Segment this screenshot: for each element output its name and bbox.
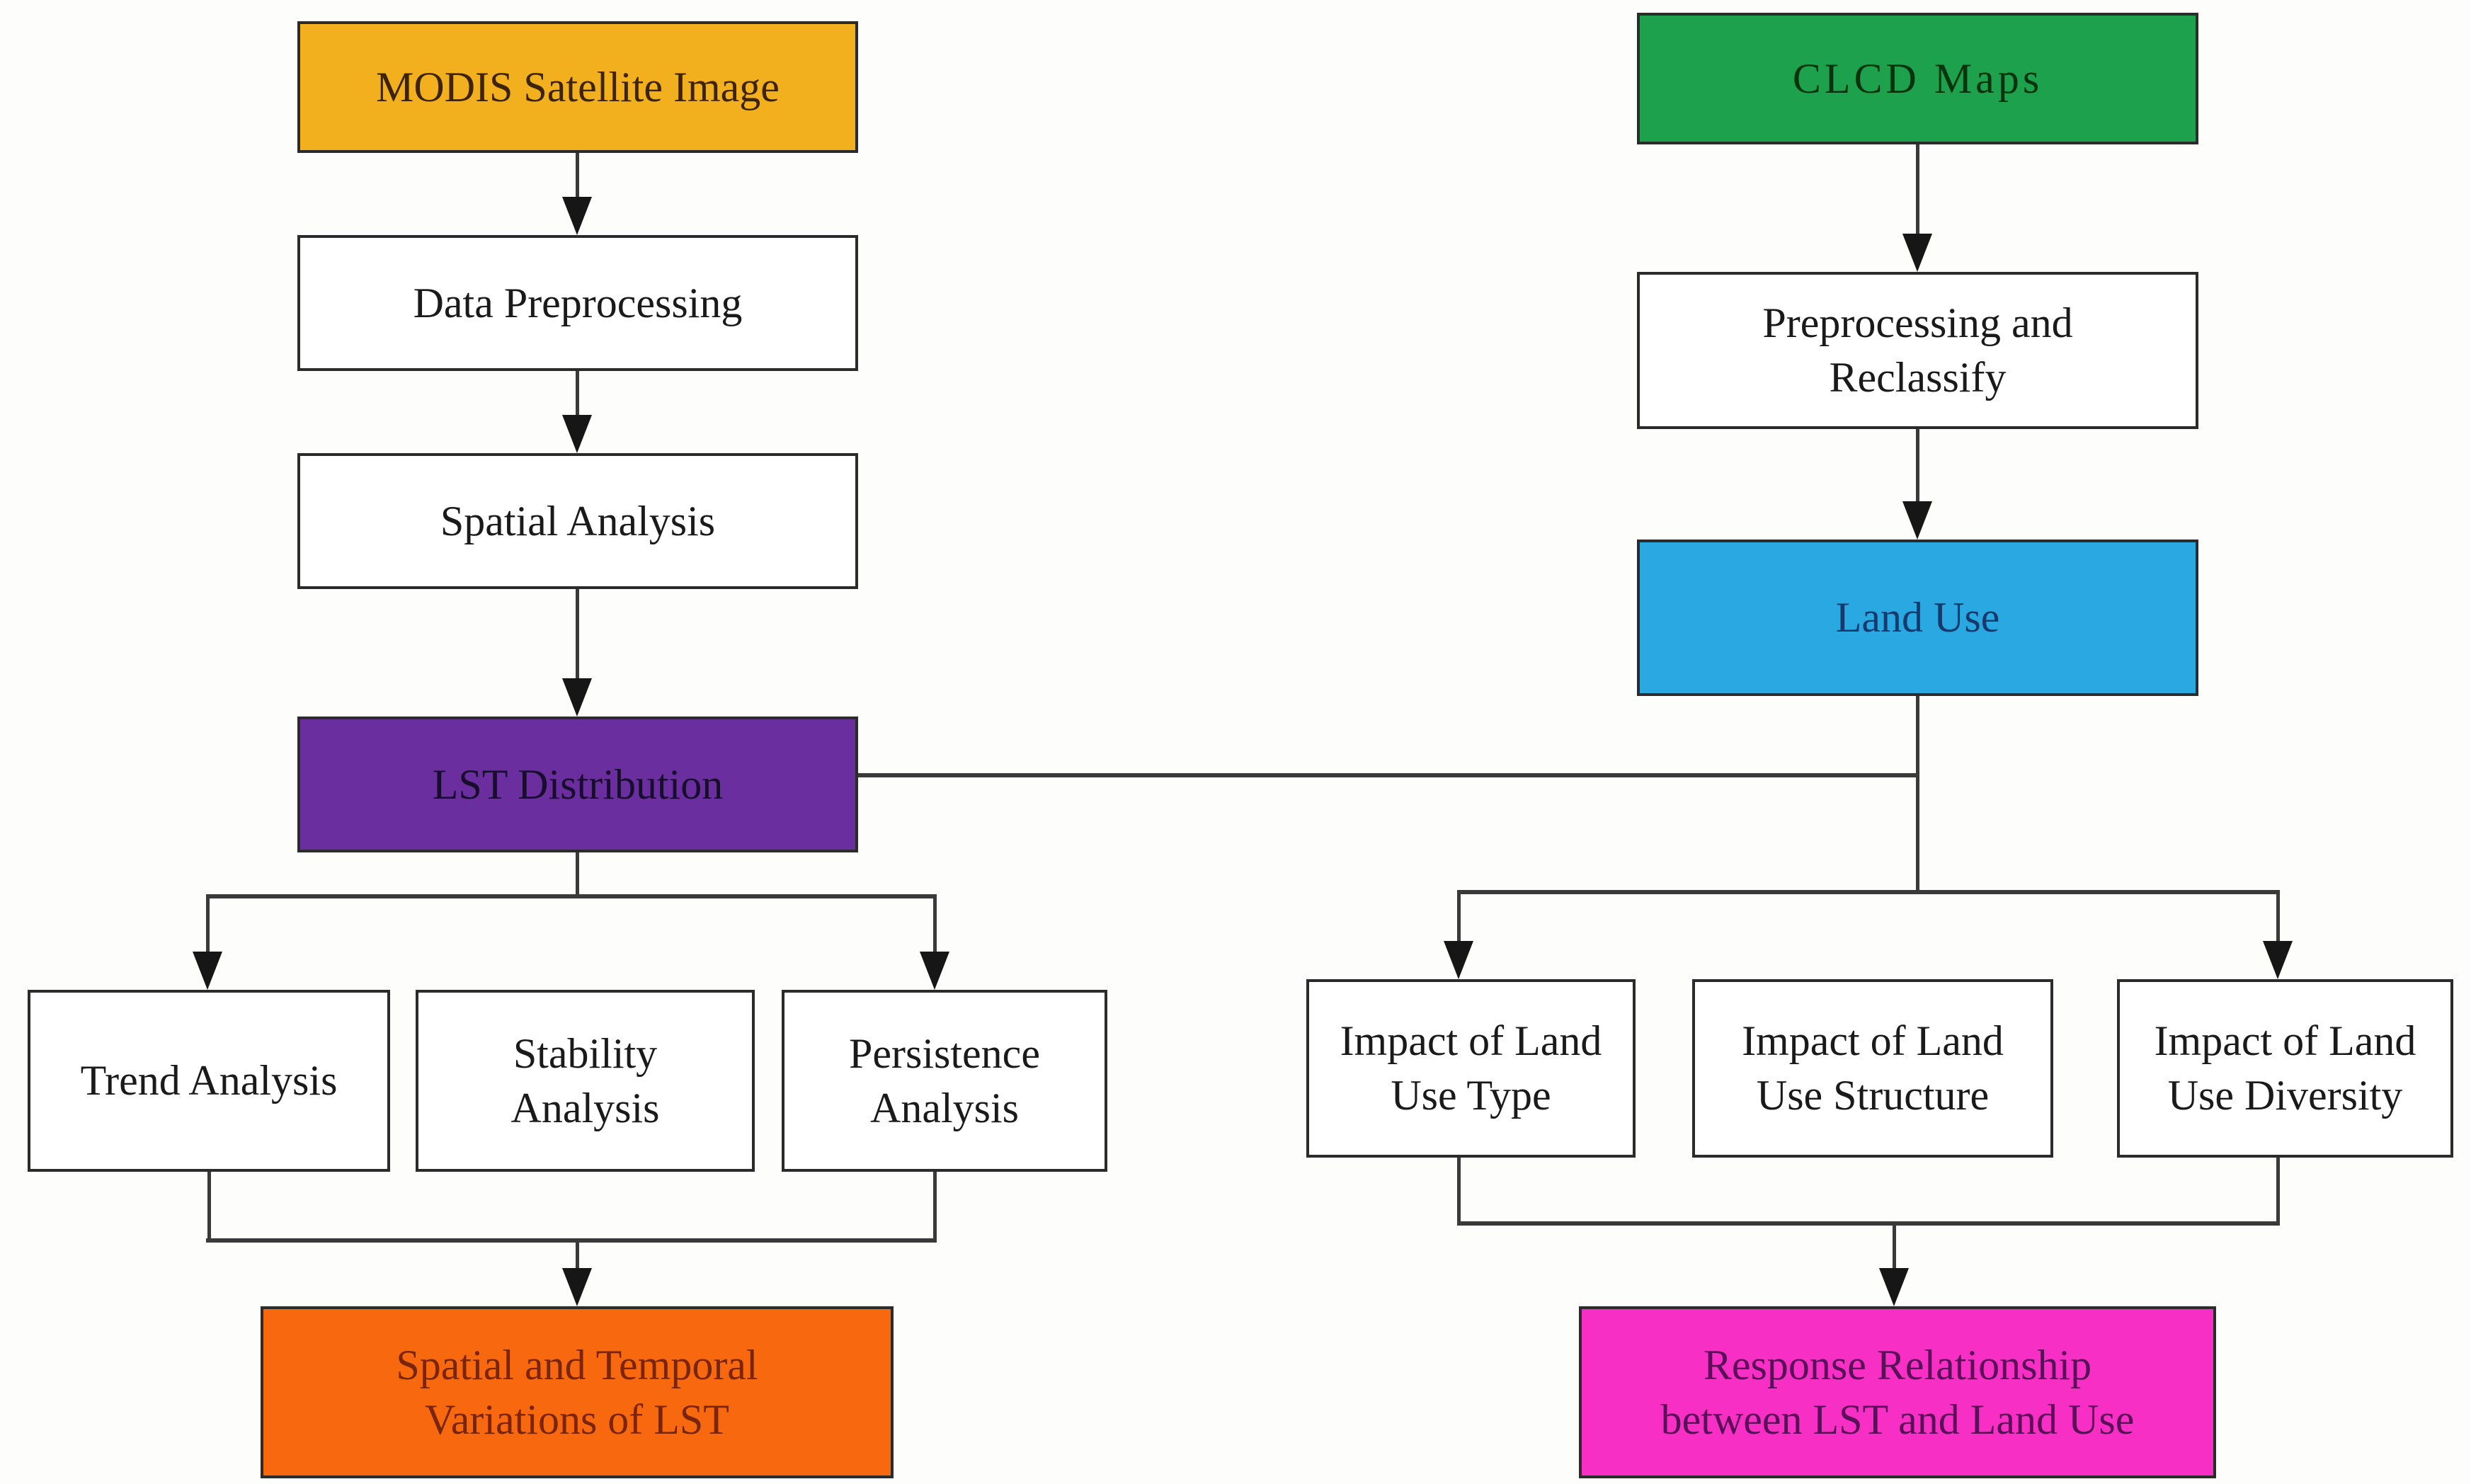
node-impact-land-use-type: Impact of Land Use Type	[1306, 979, 1636, 1158]
node-data-preprocessing: Data Preprocessing	[297, 235, 858, 371]
node-impact-land-use-type-label: Impact of Land Use Type	[1340, 1017, 1602, 1119]
arrow-line-branch-to-trend	[206, 896, 210, 953]
line-impact-type-to-convergence	[1457, 1158, 1461, 1226]
node-persistence-analysis: Persistence Analysis	[782, 990, 1107, 1172]
node-lst-distribution-label: LST Distribution	[432, 760, 724, 808]
line-persistence-to-convergence	[933, 1172, 937, 1243]
line-left-convergence	[206, 1238, 937, 1243]
arrowhead-down-icon	[562, 197, 592, 235]
node-data-preprocessing-label: Data Preprocessing	[413, 279, 743, 326]
arrow-line-convergence-to-response	[1893, 1223, 1896, 1270]
node-stability-analysis: Stability Analysis	[416, 990, 755, 1172]
arrowhead-down-icon	[562, 1268, 592, 1306]
arrow-line-branch-to-impact-type	[1457, 892, 1461, 942]
line-lst-to-branch	[576, 852, 579, 896]
node-impact-land-use-structure: Impact of Land Use Structure	[1692, 979, 2053, 1158]
node-response-relationship: Response Relationship between LST and La…	[1579, 1306, 2216, 1478]
node-lst-distribution: LST Distribution	[297, 717, 858, 852]
arrow-line-reclassify-to-landuse	[1916, 429, 1919, 503]
arrowhead-down-icon	[2263, 941, 2293, 979]
arrowhead-down-icon	[1902, 501, 1932, 540]
arrow-line-clcd-to-reclassify	[1916, 144, 1919, 235]
arrow-line-convergence-to-variations	[576, 1240, 579, 1270]
arrowhead-down-icon	[920, 952, 949, 990]
arrowhead-down-icon	[193, 952, 222, 990]
node-trend-analysis: Trend Analysis	[28, 990, 390, 1172]
line-landuse-to-branch	[1916, 696, 1919, 894]
node-land-use-label: Land Use	[1835, 594, 2000, 641]
node-stability-analysis-label: Stability Analysis	[510, 1029, 660, 1131]
arrow-line-modis-to-preprocessing	[576, 153, 579, 198]
arrowhead-down-icon	[1879, 1268, 1909, 1306]
line-lst-to-landuse-link	[857, 773, 1919, 777]
node-clcd-maps-label: CLCD Maps	[1792, 55, 2043, 102]
line-left-branch	[206, 894, 937, 898]
node-spatial-analysis: Spatial Analysis	[297, 453, 858, 589]
arrow-line-branch-to-persistence	[933, 896, 937, 953]
arrowhead-down-icon	[562, 678, 592, 717]
line-right-branch	[1457, 890, 2280, 894]
node-spatial-temporal-variations: Spatial and Temporal Variations of LST	[261, 1306, 894, 1478]
arrow-line-branch-to-impact-diversity	[2276, 892, 2280, 942]
node-persistence-analysis-label: Persistence Analysis	[849, 1029, 1040, 1131]
arrowhead-down-icon	[1902, 234, 1932, 272]
node-impact-land-use-diversity: Impact of Land Use Diversity	[2117, 979, 2453, 1158]
line-right-convergence	[1457, 1221, 2280, 1226]
node-modis-satellite-image: MODIS Satellite Image	[297, 21, 858, 153]
line-trend-to-convergence	[207, 1172, 211, 1243]
line-impact-diversity-to-convergence	[2276, 1158, 2280, 1226]
node-response-relationship-label: Response Relationship between LST and La…	[1660, 1341, 2135, 1443]
node-spatial-temporal-variations-label: Spatial and Temporal Variations of LST	[396, 1341, 758, 1443]
node-trend-analysis-label: Trend Analysis	[80, 1057, 338, 1105]
node-preprocessing-and-reclassify: Preprocessing and Reclassify	[1637, 272, 2198, 429]
arrowhead-down-icon	[562, 415, 592, 453]
node-clcd-maps: CLCD Maps	[1637, 13, 2198, 144]
node-preprocessing-and-reclassify-label: Preprocessing and Reclassify	[1762, 299, 2073, 401]
arrow-line-preprocessing-to-spatial	[576, 371, 579, 416]
node-modis-label: MODIS Satellite Image	[376, 63, 780, 110]
node-land-use: Land Use	[1637, 540, 2198, 696]
node-impact-land-use-diversity-label: Impact of Land Use Diversity	[2154, 1017, 2416, 1119]
node-spatial-analysis-label: Spatial Analysis	[440, 497, 716, 544]
node-impact-land-use-structure-label: Impact of Land Use Structure	[1742, 1017, 2004, 1119]
arrow-line-spatial-to-lst	[576, 589, 579, 680]
arrowhead-down-icon	[1444, 941, 1473, 979]
